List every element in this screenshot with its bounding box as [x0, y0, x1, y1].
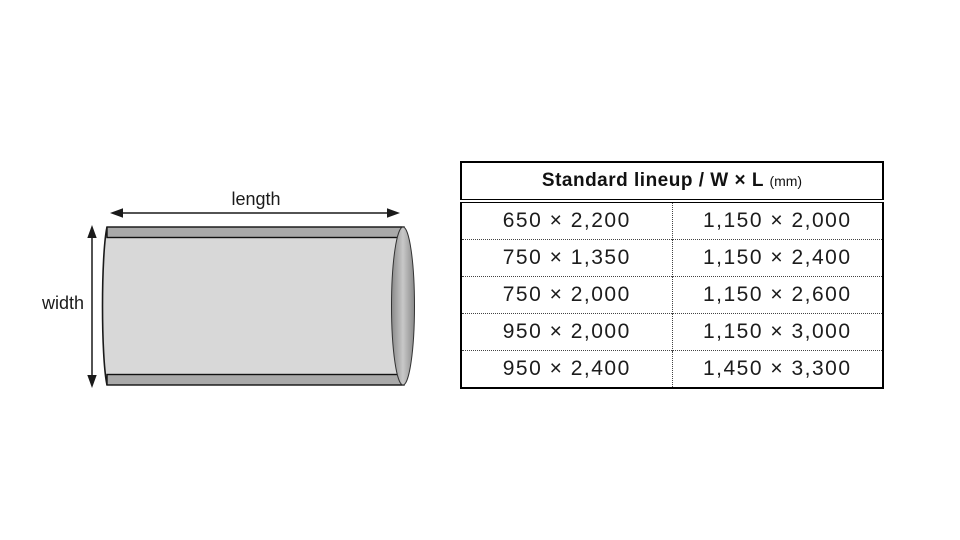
- size-cell: 750 × 2,000: [461, 276, 672, 314]
- width-label: width: [41, 293, 84, 313]
- size-cell: 1,450 × 3,300: [671, 350, 883, 388]
- standard-lineup-table: Standard lineup / W × L (mm) 650 × 2,200…: [460, 161, 884, 389]
- mat-end-cap-ellipse: [391, 226, 415, 386]
- table-row: 750 × 1,350 1,150 × 2,400: [461, 239, 883, 277]
- length-label: length: [231, 189, 280, 209]
- size-cell: 950 × 2,400: [461, 350, 672, 388]
- size-cell: 1,150 × 2,600: [671, 276, 883, 314]
- size-cell: 750 × 1,350: [461, 239, 672, 277]
- size-cell: 1,150 × 3,000: [671, 313, 883, 351]
- width-arrow: [87, 225, 97, 388]
- table-title-unit: (mm): [769, 173, 803, 189]
- table-title: Standard lineup / W × L (mm): [461, 162, 883, 203]
- mat-bottom-strip: [106, 373, 405, 386]
- table-row: 750 × 2,000 1,150 × 2,600: [461, 276, 883, 314]
- mat-body: [102, 227, 403, 385]
- table-header-row: Standard lineup / W × L (mm): [461, 162, 883, 203]
- table-row: 650 × 2,200 1,150 × 2,000: [461, 201, 883, 240]
- table-title-text: Standard lineup / W × L: [541, 170, 764, 191]
- mat-dimension-diagram: length width: [30, 180, 440, 410]
- table-row: 950 × 2,400 1,450 × 3,300: [461, 350, 883, 388]
- length-arrow: [110, 208, 400, 218]
- mat-diagram-svg: length width: [41, 189, 415, 388]
- size-cell: 1,150 × 2,400: [671, 239, 883, 277]
- size-cell: 950 × 2,000: [461, 313, 672, 351]
- size-cell: 1,150 × 2,000: [671, 201, 883, 240]
- mat-top-strip: [106, 226, 405, 239]
- table-row: 950 × 2,000 1,150 × 3,000: [461, 313, 883, 351]
- mat-left-edge: [101, 226, 108, 386]
- size-cell: 650 × 2,200: [502, 209, 631, 232]
